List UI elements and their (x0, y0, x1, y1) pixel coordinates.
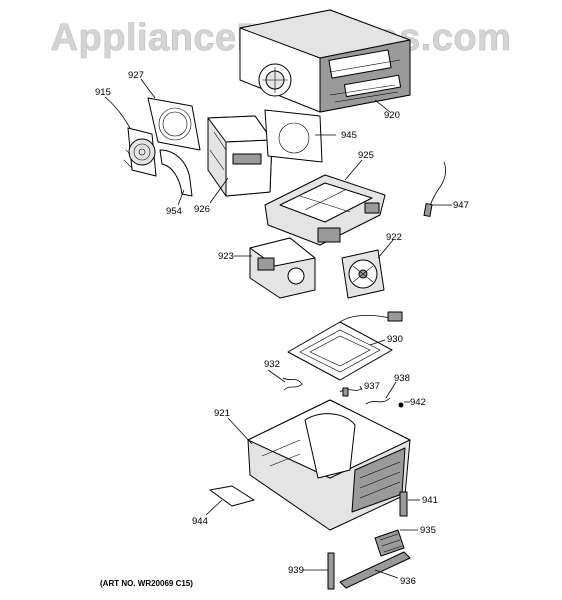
part-937-wire[interactable] (339, 387, 363, 397)
part-930-heater[interactable] (287, 311, 403, 381)
part-944-strip[interactable] (209, 485, 255, 507)
part-932-wire[interactable] (282, 377, 303, 391)
part-935-grille[interactable] (374, 529, 405, 557)
callout-925[interactable]: 925 (358, 150, 374, 161)
part-954-baffle[interactable] (159, 149, 193, 197)
part-915-fan-cover[interactable] (123, 127, 157, 177)
callout-936[interactable]: 936 (400, 576, 416, 587)
callout-938[interactable]: 938 (394, 373, 410, 384)
callout-926[interactable]: 926 (194, 204, 210, 215)
part-925-bracket[interactable] (264, 174, 386, 246)
callout-941[interactable]: 941 (422, 495, 438, 506)
art-number: (ART NO. WR20069 C15) (100, 579, 193, 588)
part-922-fan[interactable] (341, 249, 385, 299)
part-947-thermistor[interactable] (423, 161, 446, 217)
part-927-gasket[interactable] (147, 97, 201, 151)
callout-947[interactable]: 947 (453, 200, 469, 211)
callout-922[interactable]: 922 (386, 232, 402, 243)
part-941-bar[interactable] (399, 491, 408, 517)
callout-920[interactable]: 920 (384, 110, 400, 121)
callout-944[interactable]: 944 (192, 516, 208, 527)
callout-945[interactable]: 945 (341, 130, 357, 141)
part-938-clip[interactable] (365, 397, 391, 405)
callout-939[interactable]: 939 (288, 565, 304, 576)
callout-932[interactable]: 932 (264, 359, 280, 370)
callout-labels: 915 927 920 945 925 947 954 926 923 922 … (95, 70, 469, 587)
part-942-screw[interactable] (398, 402, 404, 408)
callout-923[interactable]: 923 (218, 251, 234, 262)
part-939-rod[interactable] (327, 552, 335, 590)
part-945-plate[interactable] (264, 109, 323, 163)
callout-921[interactable]: 921 (214, 408, 230, 419)
callout-954[interactable]: 954 (166, 206, 182, 217)
callout-937[interactable]: 937 (364, 381, 380, 392)
part-926-duct[interactable] (207, 115, 273, 197)
part-923-motor[interactable] (249, 237, 316, 299)
leader-lines (104, 78, 452, 579)
callout-935[interactable]: 935 (420, 525, 436, 536)
callout-942[interactable]: 942 (410, 397, 426, 408)
part-920-housing[interactable] (239, 9, 411, 113)
callout-915[interactable]: 915 (95, 87, 111, 98)
callout-930[interactable]: 930 (387, 334, 403, 345)
callout-927[interactable]: 927 (128, 70, 144, 81)
part-921-bin[interactable] (247, 399, 411, 531)
